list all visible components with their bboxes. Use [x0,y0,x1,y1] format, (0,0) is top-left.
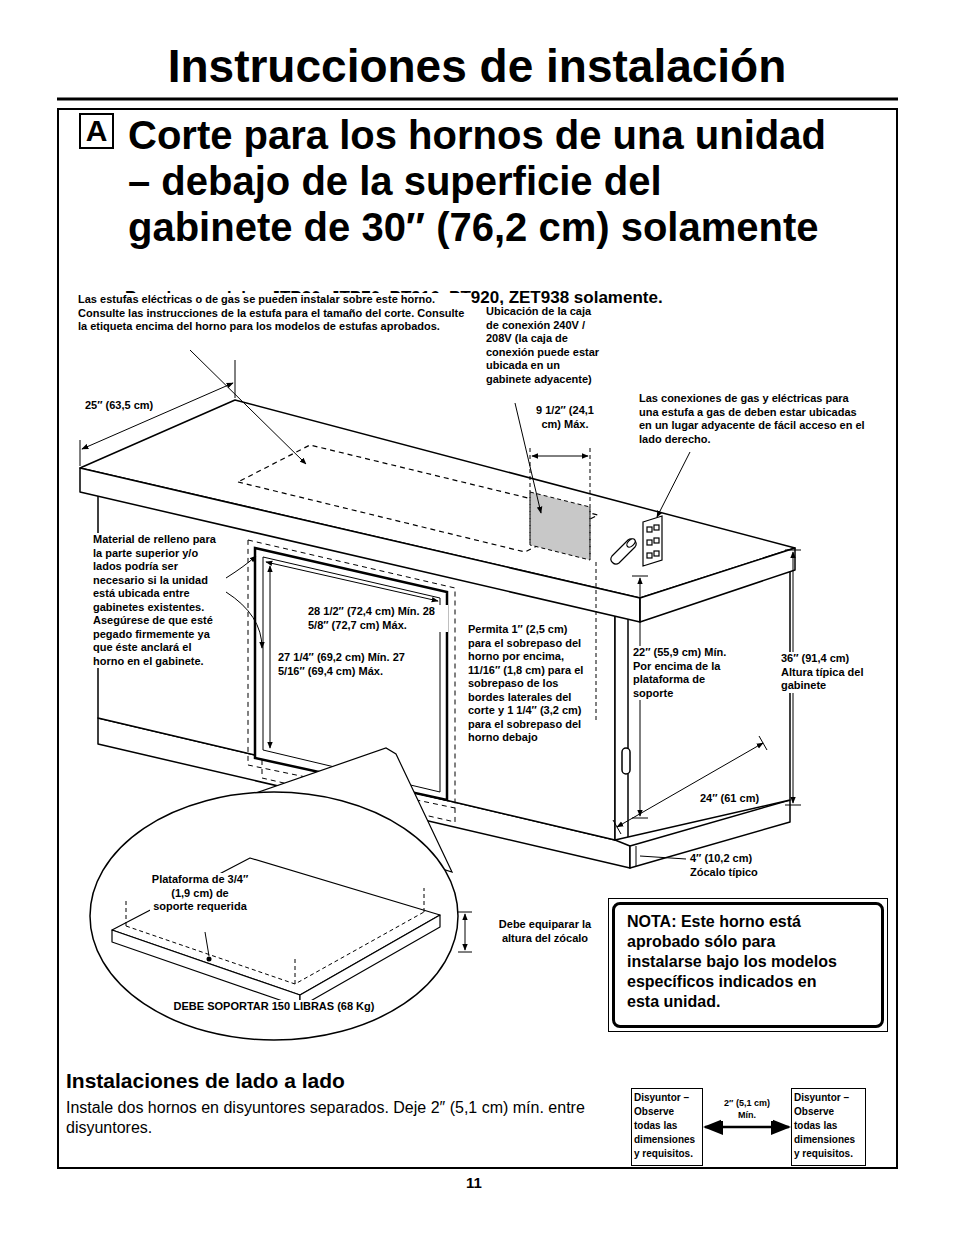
load-requirement: DEBE SOPORTAR 150 LIBRAS (68 Kg) [174,1000,375,1013]
dimension-lines [636,846,637,866]
dimension-lines [532,456,588,457]
dimension-lines [458,912,472,913]
bubble-outline [126,912,424,984]
overlap-note: Permita 1″ (2,5 cm) para el sobrepaso de… [468,623,586,745]
connection-note: Las conexiones de gas y eléctricas para … [639,392,871,446]
dimension-lines [465,914,466,950]
dimension-lines [266,562,438,601]
dimension-lines [632,818,648,819]
dimension: 4″ (10,2 cm) Zócalo típico [690,852,772,879]
page-number: 11 [466,1174,482,1192]
junction-box-note: Ubicación de la caja de conexión 240V / … [486,305,604,386]
bubble-outline [207,957,212,962]
breaker-box: Disyuntor – Observe todas las dimensione… [631,1088,703,1166]
bubble-outline [90,792,458,1040]
gas-electric-outlet [654,538,659,543]
bubble-outline [112,930,300,1007]
dimension-lines [785,805,801,806]
dimension-lines [785,550,801,551]
junction-box-area [596,562,597,722]
body-text: Instale dos hornos en disyuntores separa… [66,1098,631,1138]
dimension-lines [759,736,767,750]
cabinet [80,400,795,868]
dimension: 27 1/4″ (69,2 cm) Mín. 27 5/16″ (69,4 cm… [278,651,433,678]
dimension: 22″ (55,9 cm) Mín. Por encima de la plat… [633,646,743,700]
gas-electric-outlet [625,537,636,548]
dimension: 25″ (63,5 cm) [85,399,153,413]
bubble-outline [126,900,127,926]
dimension-lines [270,566,271,748]
leader-lines [226,556,256,578]
page-title: Instrucciones de instalación [0,40,954,92]
oven-cutout [263,557,440,792]
section-subheading: Instalaciones de lado a lado [66,1068,345,1094]
leader-lines [190,350,306,464]
section-letter: A [81,115,112,147]
breaker-box: Disyuntor – Observe todas las dimensione… [791,1088,866,1166]
filler-note: Material de relleno para la parte superi… [93,533,223,668]
title-rule [57,98,898,101]
gas-electric-outlet [654,551,659,556]
dimension-lines [632,576,648,577]
gas-electric-outlet [647,553,652,558]
bubble-outline [424,888,425,912]
junction-box-area [530,448,531,545]
breaker-text: Disyuntor – Observe todas las dimensione… [634,1091,700,1161]
breaker-text: Disyuntor – Observe todas las dimensione… [794,1091,860,1161]
dimension-lines [613,820,621,834]
note-text: NOTA: Este horno está aprobado sólo para… [627,912,849,1012]
bubble-outline [300,915,440,1007]
dimension: 9 1/2″ (24,1 cm) Máx. [533,404,597,431]
leader-lines [226,592,262,648]
gas-electric-outlet [654,525,659,530]
note-box: NOTA: Este horno está aprobado sólo para… [608,898,888,1032]
platform-label: Plataforma de 3/4″ (1,9 cm) de soporte r… [150,873,250,914]
bubble-outline [205,932,209,956]
plinth-note: Debe equiparar la altura del zócalo [488,918,602,945]
gas-electric-outlet [643,516,662,566]
gas-electric-outlet [647,540,652,545]
dimension-lines [640,856,686,859]
magnifier-bubble: Plataforma de 3/4″ (1,9 cm) de soporte r… [88,790,460,1042]
dimension-lines [617,743,763,827]
dimension: 36″ (91,4 cm) Altura típica del gabinete [781,652,881,693]
bubble-outline [295,958,296,984]
leader-lines [190,350,690,648]
cabinet [640,548,795,622]
bubble-outline [112,858,440,1007]
dimension-lines [235,360,236,398]
junction-box-area [530,492,590,560]
dimension-lines [80,440,81,466]
dimension: 24″ (61 cm) [700,792,759,806]
section-heading: Corte para los hornos de una unidad – de… [128,112,833,250]
section-letter-box: A [79,113,114,149]
junction-box-area [590,448,591,560]
leader-lines [657,452,690,517]
gas-electric-outlet [647,527,652,532]
dimension: 28 1/2″ (72,4 cm) Mín. 28 5/8″ (72,7 cm)… [308,605,448,632]
edge-label: 2″ (5,1 cm) Mín. [721,1097,773,1121]
bubble-outline [112,858,440,995]
cabinet [622,748,630,774]
cooktop-note: Las estufas eléctricas o de gas se puede… [78,293,470,334]
dimension-lines [82,383,233,449]
title-rule [57,99,898,100]
cabinet [627,606,629,837]
double-arrow-connector [705,1126,789,1129]
gas-electric-outlet [611,516,662,566]
dimension-lines [458,952,472,953]
